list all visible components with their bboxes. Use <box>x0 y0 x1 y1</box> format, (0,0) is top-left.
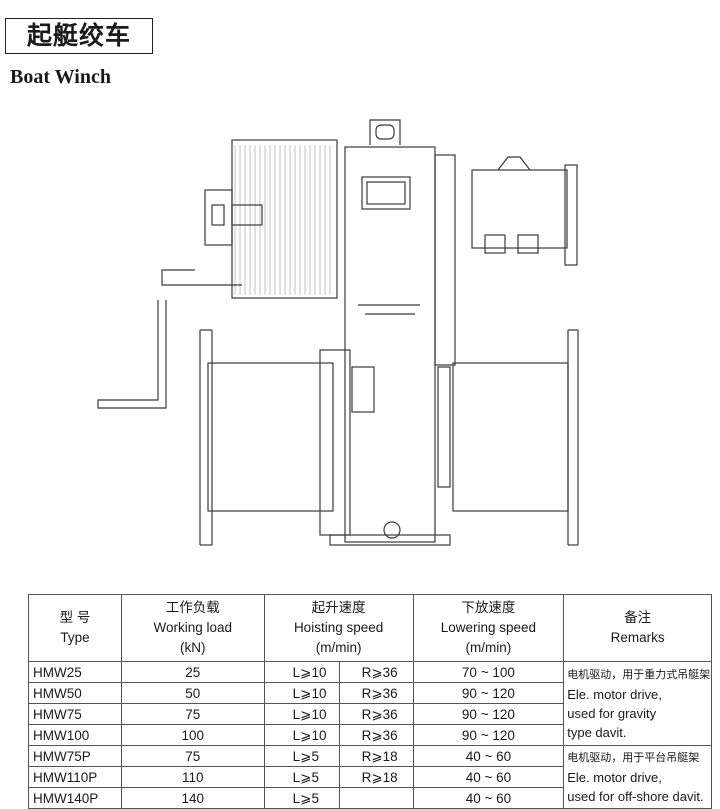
table-header-row: 型 号 Type 工作负载 Working load (kN) 起升速度 Hoi… <box>28 594 712 662</box>
cell-hoist-r: R⩾36 <box>338 703 414 725</box>
cell-hoist-r: R⩾36 <box>338 724 414 746</box>
cell-hoist-r: R⩾36 <box>338 661 414 683</box>
boat-winch-drawing <box>97 119 579 546</box>
cell-type: HMW25 <box>28 661 122 683</box>
cell-remarks-gravity: 电机驱动，用于重力式吊艇架 Ele. motor drive, used for… <box>563 661 712 746</box>
cell-hoist-l: L⩾5 <box>263 787 340 809</box>
cell-load: 75 <box>120 703 265 725</box>
drum-right <box>452 362 569 512</box>
header-lowering-speed: 下放速度 Lowering speed (m/min) <box>412 594 565 662</box>
table-row: HMW75 75 L⩾10 R⩾36 90 ~ 120 <box>28 703 712 725</box>
header-working-load: 工作负载 Working load (kN) <box>120 594 265 662</box>
cell-hoist-l: L⩾10 <box>263 661 340 683</box>
cell-load: 75 <box>120 745 265 767</box>
cell-lowering: 40 ~ 60 <box>412 787 565 809</box>
cell-lowering: 40 ~ 60 <box>412 745 565 767</box>
spec-table: 型 号 Type 工作负载 Working load (kN) 起升速度 Hoi… <box>28 594 712 809</box>
cell-hoist-r: R⩾18 <box>338 745 414 767</box>
cell-load: 100 <box>120 724 265 746</box>
cell-lowering: 90 ~ 120 <box>412 724 565 746</box>
cell-hoist-l: L⩾10 <box>263 724 340 746</box>
cell-type: HMW75 <box>28 703 122 725</box>
cell-lowering: 40 ~ 60 <box>412 766 565 788</box>
cell-hoist-l: L⩾5 <box>263 766 340 788</box>
cell-load: 140 <box>120 787 265 809</box>
cell-hoist-r: R⩾36 <box>338 682 414 704</box>
hand-crank <box>97 269 242 409</box>
english-title: Boat Winch <box>10 66 111 88</box>
header-remarks: 备注 Remarks <box>563 594 712 662</box>
cell-lowering: 90 ~ 120 <box>412 682 565 704</box>
header-hoisting-speed: 起升速度 Hoisting speed (m/min) <box>263 594 414 662</box>
header-type: 型 号 Type <box>28 594 122 662</box>
cell-type: HMW110P <box>28 766 122 788</box>
chinese-title: 起艇绞车 <box>5 18 153 54</box>
cell-remarks-offshore: 电机驱动，用于平台吊艇架 Ele. motor drive, used for … <box>563 745 712 809</box>
motor-end-cap <box>204 189 233 246</box>
cell-lowering: 70 ~ 100 <box>412 661 565 683</box>
cell-type: HMW75P <box>28 745 122 767</box>
cell-hoist-r <box>338 787 414 809</box>
cell-load: 50 <box>120 682 265 704</box>
cell-hoist-l: L⩾10 <box>263 682 340 704</box>
motor-body <box>231 139 338 299</box>
cell-hoist-l: L⩾10 <box>263 703 340 725</box>
table-row: HMW110P 110 L⩾5 R⩾18 40 ~ 60 <box>28 766 712 788</box>
cell-hoist-r: R⩾18 <box>338 766 414 788</box>
drum-left <box>207 362 334 512</box>
cell-type: HMW50 <box>28 682 122 704</box>
cell-load: 110 <box>120 766 265 788</box>
cell-load: 25 <box>120 661 265 683</box>
cell-lowering: 90 ~ 120 <box>412 703 565 725</box>
cell-type: HMW140P <box>28 787 122 809</box>
cell-type: HMW100 <box>28 724 122 746</box>
table-row: HMW25 25 L⩾10 R⩾36 70 ~ 100 电机驱动，用于重力式吊艇… <box>28 661 712 746</box>
gearbox <box>344 146 436 543</box>
cell-hoist-l: L⩾5 <box>263 745 340 767</box>
table-row: HMW75P 75 L⩾5 R⩾18 40 ~ 60 电机驱动，用于平台吊艇架 … <box>28 745 712 809</box>
control-box <box>471 169 568 249</box>
